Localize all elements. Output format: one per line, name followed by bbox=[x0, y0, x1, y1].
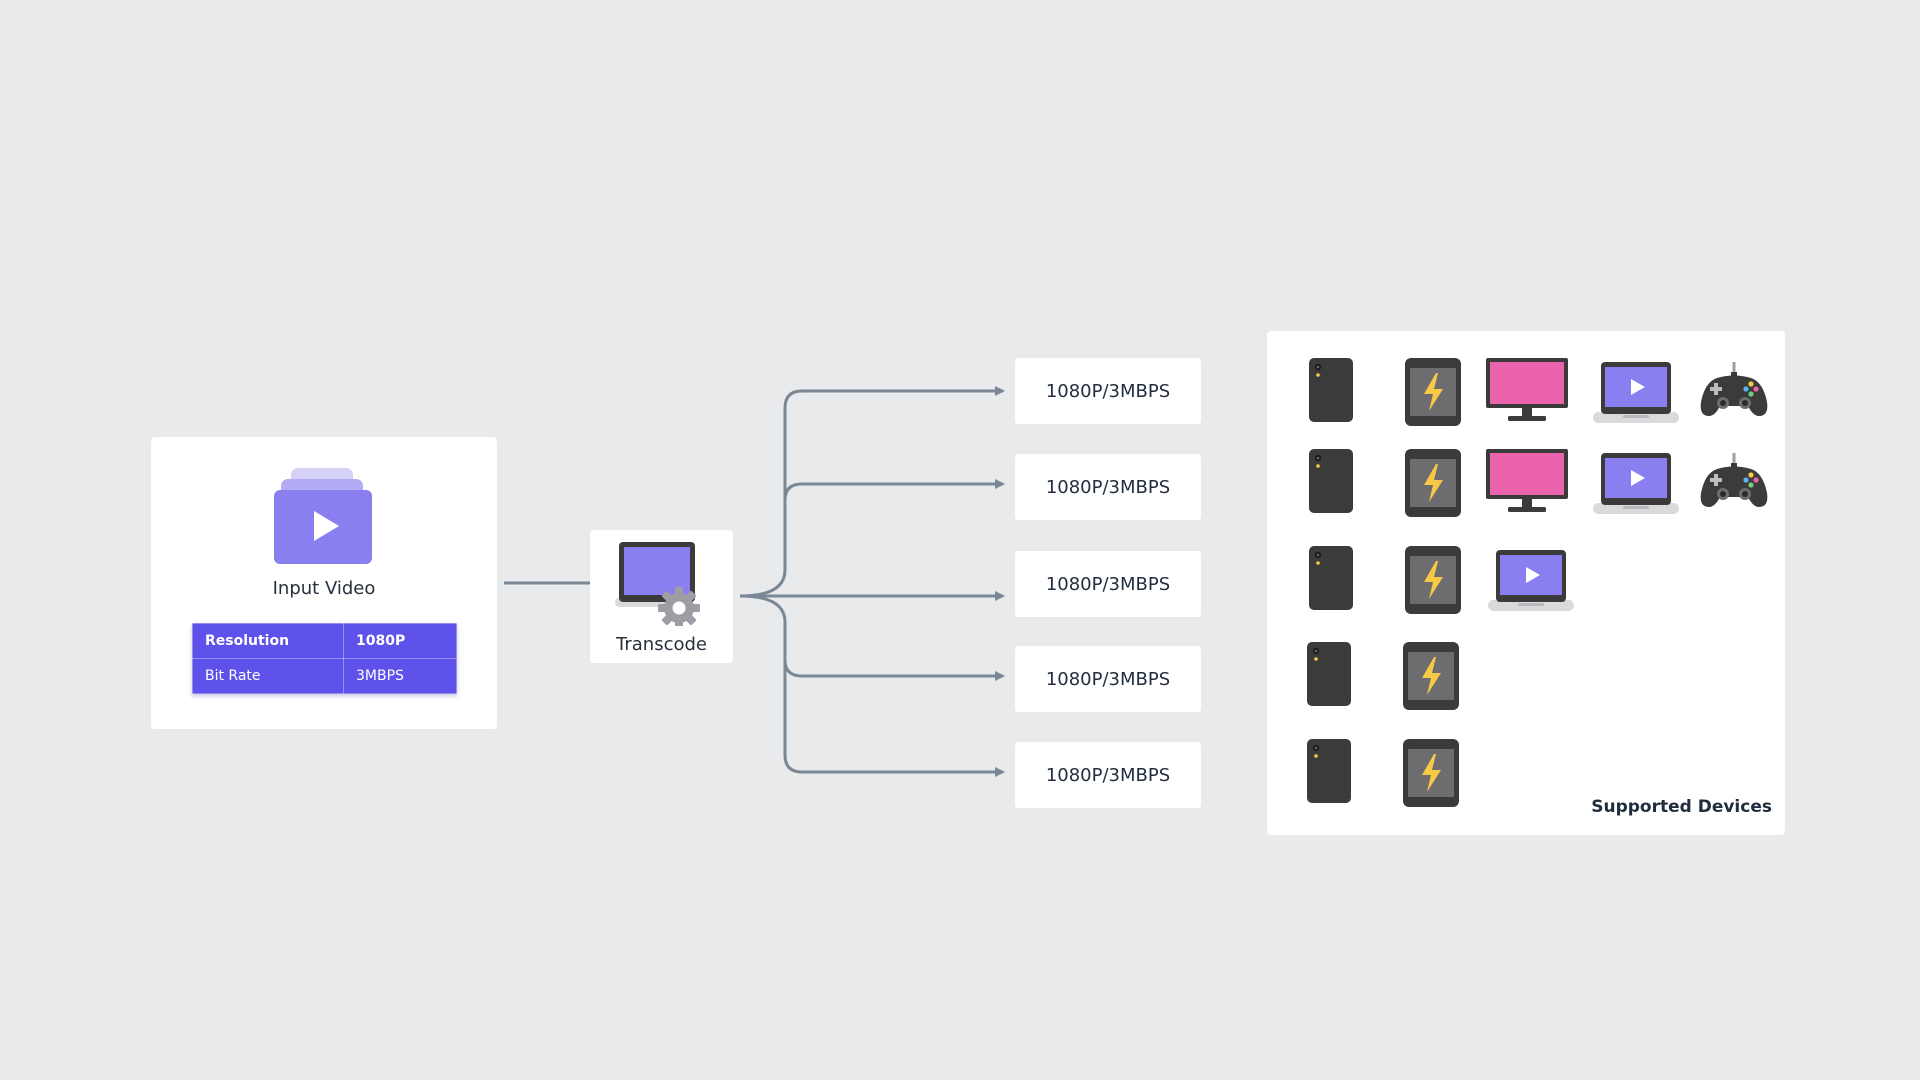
branch-arrow-4 bbox=[739, 594, 1005, 681]
gamepad-icon bbox=[1699, 358, 1769, 424]
laptop-icon bbox=[1593, 451, 1679, 521]
input-video-title: Input Video bbox=[272, 578, 376, 599]
phone-icon bbox=[1307, 358, 1353, 426]
branch-arrow-5 bbox=[783, 660, 1005, 777]
phone-icon bbox=[1307, 449, 1353, 517]
transcode-laptop-gear-icon bbox=[615, 542, 700, 626]
video-stack-icon bbox=[274, 468, 372, 564]
monitor-icon bbox=[1486, 449, 1568, 517]
branch-arrow-1 bbox=[739, 386, 1005, 598]
spec-value: 1080P bbox=[343, 623, 457, 659]
phone-icon bbox=[1307, 546, 1353, 614]
gamepad-icon bbox=[1699, 449, 1769, 515]
supported-devices-caption: Supported Devices bbox=[1591, 797, 1772, 817]
output-box-5: 1080P/3MBPS bbox=[1015, 742, 1201, 808]
tablet-icon bbox=[1404, 546, 1462, 618]
phone-icon bbox=[1305, 642, 1351, 710]
transcode-card: Transcode bbox=[590, 530, 733, 663]
output-box-4: 1080P/3MBPS bbox=[1015, 646, 1201, 712]
laptop-icon bbox=[1593, 360, 1679, 430]
output-box-1: 1080P/3MBPS bbox=[1015, 358, 1201, 424]
supported-devices-card: Supported Devices bbox=[1267, 331, 1785, 835]
spec-value: 3MBPS bbox=[343, 658, 457, 694]
output-box-2: 1080P/3MBPS bbox=[1015, 454, 1201, 520]
branch-arrow-2 bbox=[783, 479, 1005, 501]
table-row: Bit Rate 3MBPS bbox=[192, 658, 457, 694]
tablet-icon bbox=[1404, 358, 1462, 430]
tablet-icon bbox=[1402, 739, 1460, 811]
table-row: Resolution 1080P bbox=[192, 623, 457, 659]
tablet-icon bbox=[1404, 449, 1462, 521]
output-box-3: 1080P/3MBPS bbox=[1015, 551, 1201, 617]
input-video-card: Input Video Resolution 1080P Bit Rate 3M… bbox=[151, 437, 497, 729]
spec-label: Bit Rate bbox=[192, 658, 344, 694]
phone-icon bbox=[1305, 739, 1351, 807]
spec-label: Resolution bbox=[192, 623, 344, 659]
input-spec-table: Resolution 1080P Bit Rate 3MBPS bbox=[192, 623, 457, 694]
tablet-icon bbox=[1402, 642, 1460, 714]
laptop-icon bbox=[1488, 548, 1574, 618]
monitor-icon bbox=[1486, 358, 1568, 426]
transcode-title: Transcode bbox=[616, 634, 707, 655]
